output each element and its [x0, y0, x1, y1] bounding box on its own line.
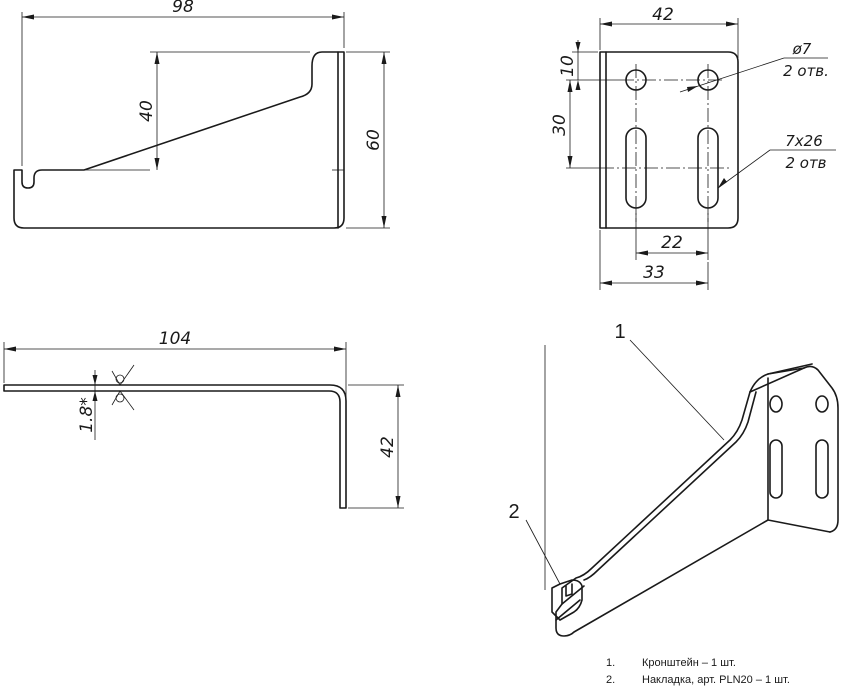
- dim-22-label: 22: [661, 233, 683, 253]
- iso-slot-left: [769, 439, 783, 499]
- callout-2: 2: [508, 501, 519, 523]
- spec-item-2-num: 2.: [606, 674, 615, 686]
- iso-slot-right: [815, 439, 829, 499]
- dim-30-label: 30: [550, 114, 570, 136]
- hole-size-label: ø7: [792, 40, 812, 58]
- dim-40-label: 40: [137, 100, 157, 122]
- top-view-outline: [3, 384, 347, 509]
- side-view-outline: [13, 51, 345, 229]
- iso-hole-left: [769, 395, 783, 413]
- dim-10-label: 10: [558, 55, 578, 77]
- dim-104-label: 104: [159, 329, 191, 349]
- dim-42b-label: 42: [378, 436, 398, 458]
- slot-size-label: 7x26: [785, 132, 823, 150]
- callout-1-leader: [629, 339, 725, 441]
- dim-60-label: 60: [364, 129, 384, 151]
- spec-item-2-text: Накладка, арт. PLN20 – 1 шт.: [642, 674, 790, 686]
- front-view: 42 10 30 ø7 2 отв. 7x26 2 отв 22: [550, 5, 836, 290]
- front-view-outline: [599, 51, 739, 229]
- iso-bracket-arm: [555, 391, 769, 637]
- surface-finish-icon: [111, 364, 135, 411]
- iso-back-plate: [749, 365, 839, 533]
- dim-42-label: 42: [652, 5, 674, 25]
- callout-1: 1: [614, 321, 625, 343]
- isometric-view: 1 2: [508, 321, 839, 637]
- side-view: 98 40 60: [13, 0, 390, 229]
- iso-hole-right: [815, 395, 829, 413]
- spec-item-1-text: Кронштейн – 1 шт.: [642, 657, 736, 669]
- callout-2-leader: [525, 519, 561, 585]
- spec-item-1-num: 1.: [606, 657, 615, 669]
- dim-33-label: 33: [643, 263, 665, 283]
- spec-list: 1. Кронштейн – 1 шт. 2. Накладка, арт. P…: [606, 657, 790, 686]
- iso-bracket-arm-edge: [583, 391, 757, 581]
- slot-count-label: 2 отв: [785, 154, 826, 172]
- iso-cap: [551, 579, 583, 621]
- hole-count-label: 2 отв.: [783, 62, 829, 80]
- dim-98-label: 98: [172, 0, 194, 17]
- top-view: 104 1.8* 42: [3, 329, 404, 509]
- iso-back-edge: [767, 363, 831, 533]
- dim-thickness-label: 1.8*: [77, 397, 97, 433]
- iso-bottom-flange: [555, 585, 585, 621]
